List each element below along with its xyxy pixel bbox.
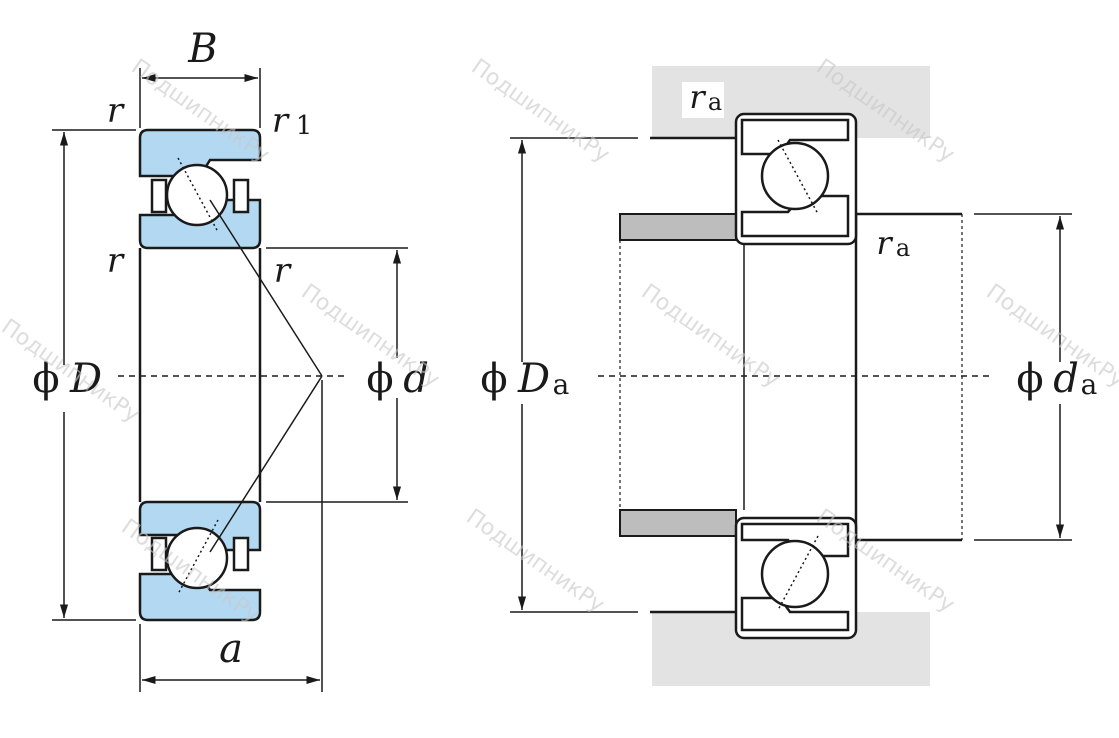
label-ra-top-sub: a	[708, 88, 722, 116]
right-bearing-section	[734, 112, 858, 640]
label-ra-mid-sub: a	[896, 234, 910, 262]
bottom-ball	[165, 526, 229, 590]
label-Da: D	[517, 356, 550, 402]
label-phi-da: ϕ	[1016, 356, 1043, 402]
label-r-mid-left: r	[107, 241, 125, 281]
watermark: ПодшипникРу	[982, 279, 1119, 393]
label-phi-Da: ϕ	[480, 356, 507, 402]
shaft	[619, 213, 745, 537]
watermark: ПодшипникРу	[462, 504, 609, 618]
watermark: ПодшипникРу	[467, 54, 614, 168]
right-dimensions	[510, 137, 1072, 613]
label-phi-d: ϕ	[366, 356, 393, 402]
label-a: a	[219, 626, 243, 672]
label-da: d	[1053, 356, 1079, 402]
label-r-mid-right: r	[274, 251, 292, 291]
label-r1: r	[272, 101, 290, 141]
label-phi-D: ϕ	[32, 356, 59, 402]
watermark: ПодшипникРу	[0, 314, 144, 428]
label-r1-sub: 1	[296, 111, 313, 141]
left-bearing-section	[138, 128, 262, 622]
ra-label-bg	[682, 82, 724, 118]
left-dimensions	[52, 68, 408, 692]
label-B: B	[187, 26, 217, 72]
shaft-shoulders	[856, 212, 962, 542]
top-outer-ring	[138, 128, 262, 178]
label-r-top-left: r	[107, 91, 125, 131]
label-ra-mid: r	[876, 224, 893, 262]
label-ra-top: r	[689, 78, 706, 116]
top-ball	[165, 163, 229, 227]
label-Da-sub: a	[553, 368, 570, 401]
bottom-inner-ring	[138, 500, 262, 552]
label-da-sub: a	[1081, 368, 1098, 401]
label-d: d	[403, 356, 429, 402]
label-D: D	[69, 356, 102, 402]
bottom-outer-ring	[138, 572, 262, 622]
contact-angle-lines	[209, 199, 323, 553]
